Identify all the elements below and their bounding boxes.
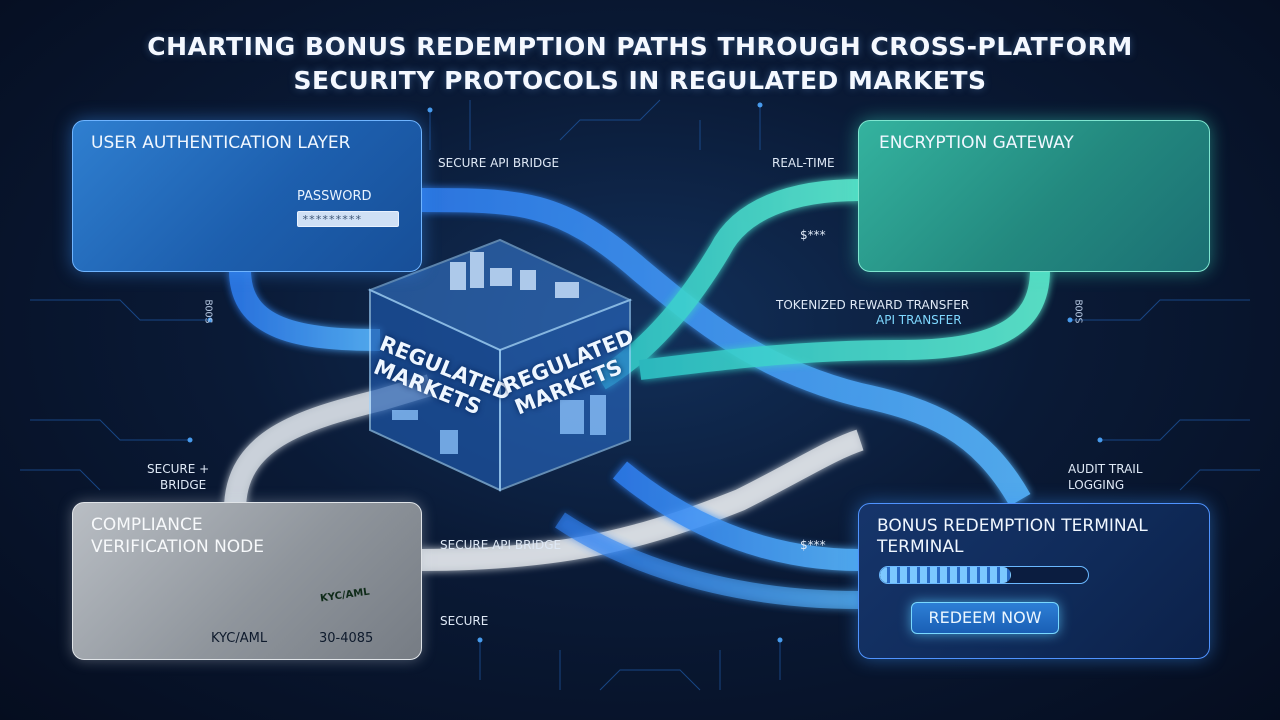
redeem-now-button[interactable]: REDEEM NOW <box>911 602 1059 634</box>
label-secure-api-bridge-top: SECURE API BRIDGE <box>438 156 560 170</box>
label-real-time: REAL-TIME <box>772 156 835 170</box>
bonus-redemption-terminal-panel: BONUS REDEMPTION TERMINAL TERMINAL REDEE… <box>858 503 1210 659</box>
path-blue <box>229 188 1031 609</box>
encryption-gateway-panel: ENCRYPTION GATEWAY <box>858 120 1210 272</box>
compliance-panel-title-line1: COMPLIANCE <box>91 515 203 535</box>
padlock-icon <box>896 164 948 236</box>
label-audit-trail-1: AUDIT TRAIL <box>1068 462 1143 476</box>
redemption-progress-bar <box>879 566 1089 584</box>
label-secure-bottom: SECURE <box>440 614 489 628</box>
vault-safe-icon <box>1110 560 1174 638</box>
kyc-aml-doc-label: KYC/AML <box>211 631 268 646</box>
password-field[interactable]: ********* <box>297 211 399 227</box>
regulated-markets-cube <box>367 238 633 492</box>
label-audit-trail-2: LOGGING <box>1068 478 1125 492</box>
auth-panel-title: USER AUTHENTICATION LAYER <box>91 133 351 153</box>
document-check-icon <box>212 562 272 626</box>
redemption-progress-fill <box>880 567 1012 583</box>
label-api-transfer: API TRANSFER <box>876 313 962 327</box>
bonus-panel-title-line1: BONUS REDEMPTION TERMINAL <box>877 516 1148 536</box>
label-secure-api-bridge-bottom: SECURE API BRIDGE <box>440 538 562 552</box>
compliance-code: 30-4085 <box>319 631 374 646</box>
path-teal <box>594 179 1050 390</box>
label-tokenized-reward-transfer: TOKENIZED REWARD TRANSFER <box>776 298 970 312</box>
compliance-panel-title-line2: VERIFICATION NODE <box>91 537 264 557</box>
network-node-icon <box>1102 166 1186 244</box>
label-vertical-right: BOOS <box>1072 299 1084 324</box>
page-title: CHARTING BONUS REDEMPTION PATHS THROUGH … <box>0 30 1280 98</box>
bonus-panel-title-line2: TERMINAL <box>877 537 964 557</box>
page-title-line1: CHARTING BONUS REDEMPTION PATHS THROUGH … <box>147 32 1133 61</box>
checklist-icon <box>104 566 174 632</box>
label-secure-bridge-left-1: SECURE + <box>147 462 210 476</box>
label-secure-bridge-left-2: BRIDGE <box>160 478 207 492</box>
label-masked-bottom: $*** <box>800 538 826 552</box>
password-label: PASSWORD <box>297 189 372 204</box>
page-title-line2: SECURITY PROTOCOLS IN REGULATED MARKETS <box>293 66 987 95</box>
compliance-verification-panel: COMPLIANCE VERIFICATION NODE KYC/AML 30-… <box>72 502 422 660</box>
circuit-traces <box>20 99 1260 691</box>
encryption-panel-title: ENCRYPTION GATEWAY <box>879 133 1074 153</box>
label-masked-top: $*** <box>800 228 826 242</box>
face-id-icon <box>200 172 264 240</box>
fingerprint-icon <box>100 172 164 240</box>
label-vertical-left: BOOS <box>202 299 214 324</box>
user-authentication-panel: USER AUTHENTICATION LAYER PASSWORD *****… <box>72 120 422 272</box>
